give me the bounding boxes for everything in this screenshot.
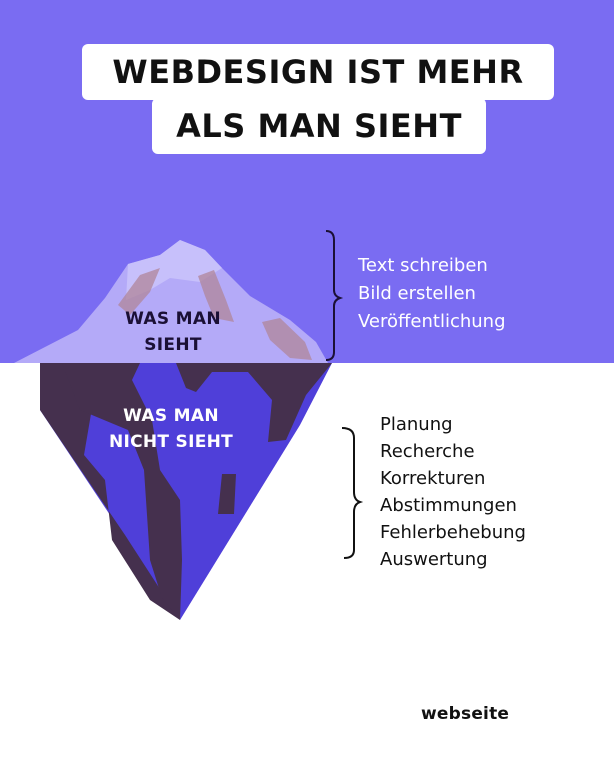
list-item: Veröffentlichung [358, 311, 506, 332]
iceberg-tip-shade-left [118, 268, 160, 315]
iceberg-tip [14, 240, 328, 363]
hidden-tasks-list: Planung Recherche Korrekturen Abstimmung… [380, 411, 526, 573]
iceberg-tip-shade-mid [198, 270, 234, 322]
list-item: Planung [380, 414, 453, 435]
iceberg-tip-shade-right [262, 318, 312, 360]
brand-logo: webseite [421, 704, 510, 724]
title-line-2: ALS MAN SIEHT [152, 98, 486, 154]
title-line-1: WEBDESIGN IST MEHR [82, 44, 554, 100]
list-item: Korrekturen [380, 468, 486, 489]
label-visible-line-2: SIEHT [144, 335, 202, 355]
list-item: Recherche [380, 441, 475, 462]
iceberg-underwater-dark-center [62, 363, 182, 620]
label-visible-line-1: WAS MAN [125, 309, 221, 329]
label-hidden-line-2: NICHT SIEHT [108, 432, 234, 452]
list-item: Abstimmungen [380, 495, 517, 516]
iceberg-underwater-dark-notch [218, 474, 236, 514]
bracket-hidden [341, 427, 364, 559]
list-item: Fehlerbehebung [380, 522, 526, 543]
list-item: Text schreiben [358, 255, 488, 276]
label-hidden-line-1: WAS MAN [123, 406, 219, 426]
bracket-visible [325, 230, 344, 361]
iceberg-underwater [40, 363, 332, 620]
iceberg-underwater-dark-left [40, 363, 180, 620]
list-item: Auswertung [380, 549, 488, 570]
label-hidden-part: WAS MAN NICHT SIEHT [82, 403, 260, 455]
iceberg-underwater-dark-right [176, 363, 332, 442]
label-visible-part: WAS MAN SIEHT [100, 306, 246, 358]
visible-tasks-list: Text schreiben Bild erstellen Veröffentl… [358, 252, 506, 336]
list-item: Bild erstellen [358, 283, 476, 304]
